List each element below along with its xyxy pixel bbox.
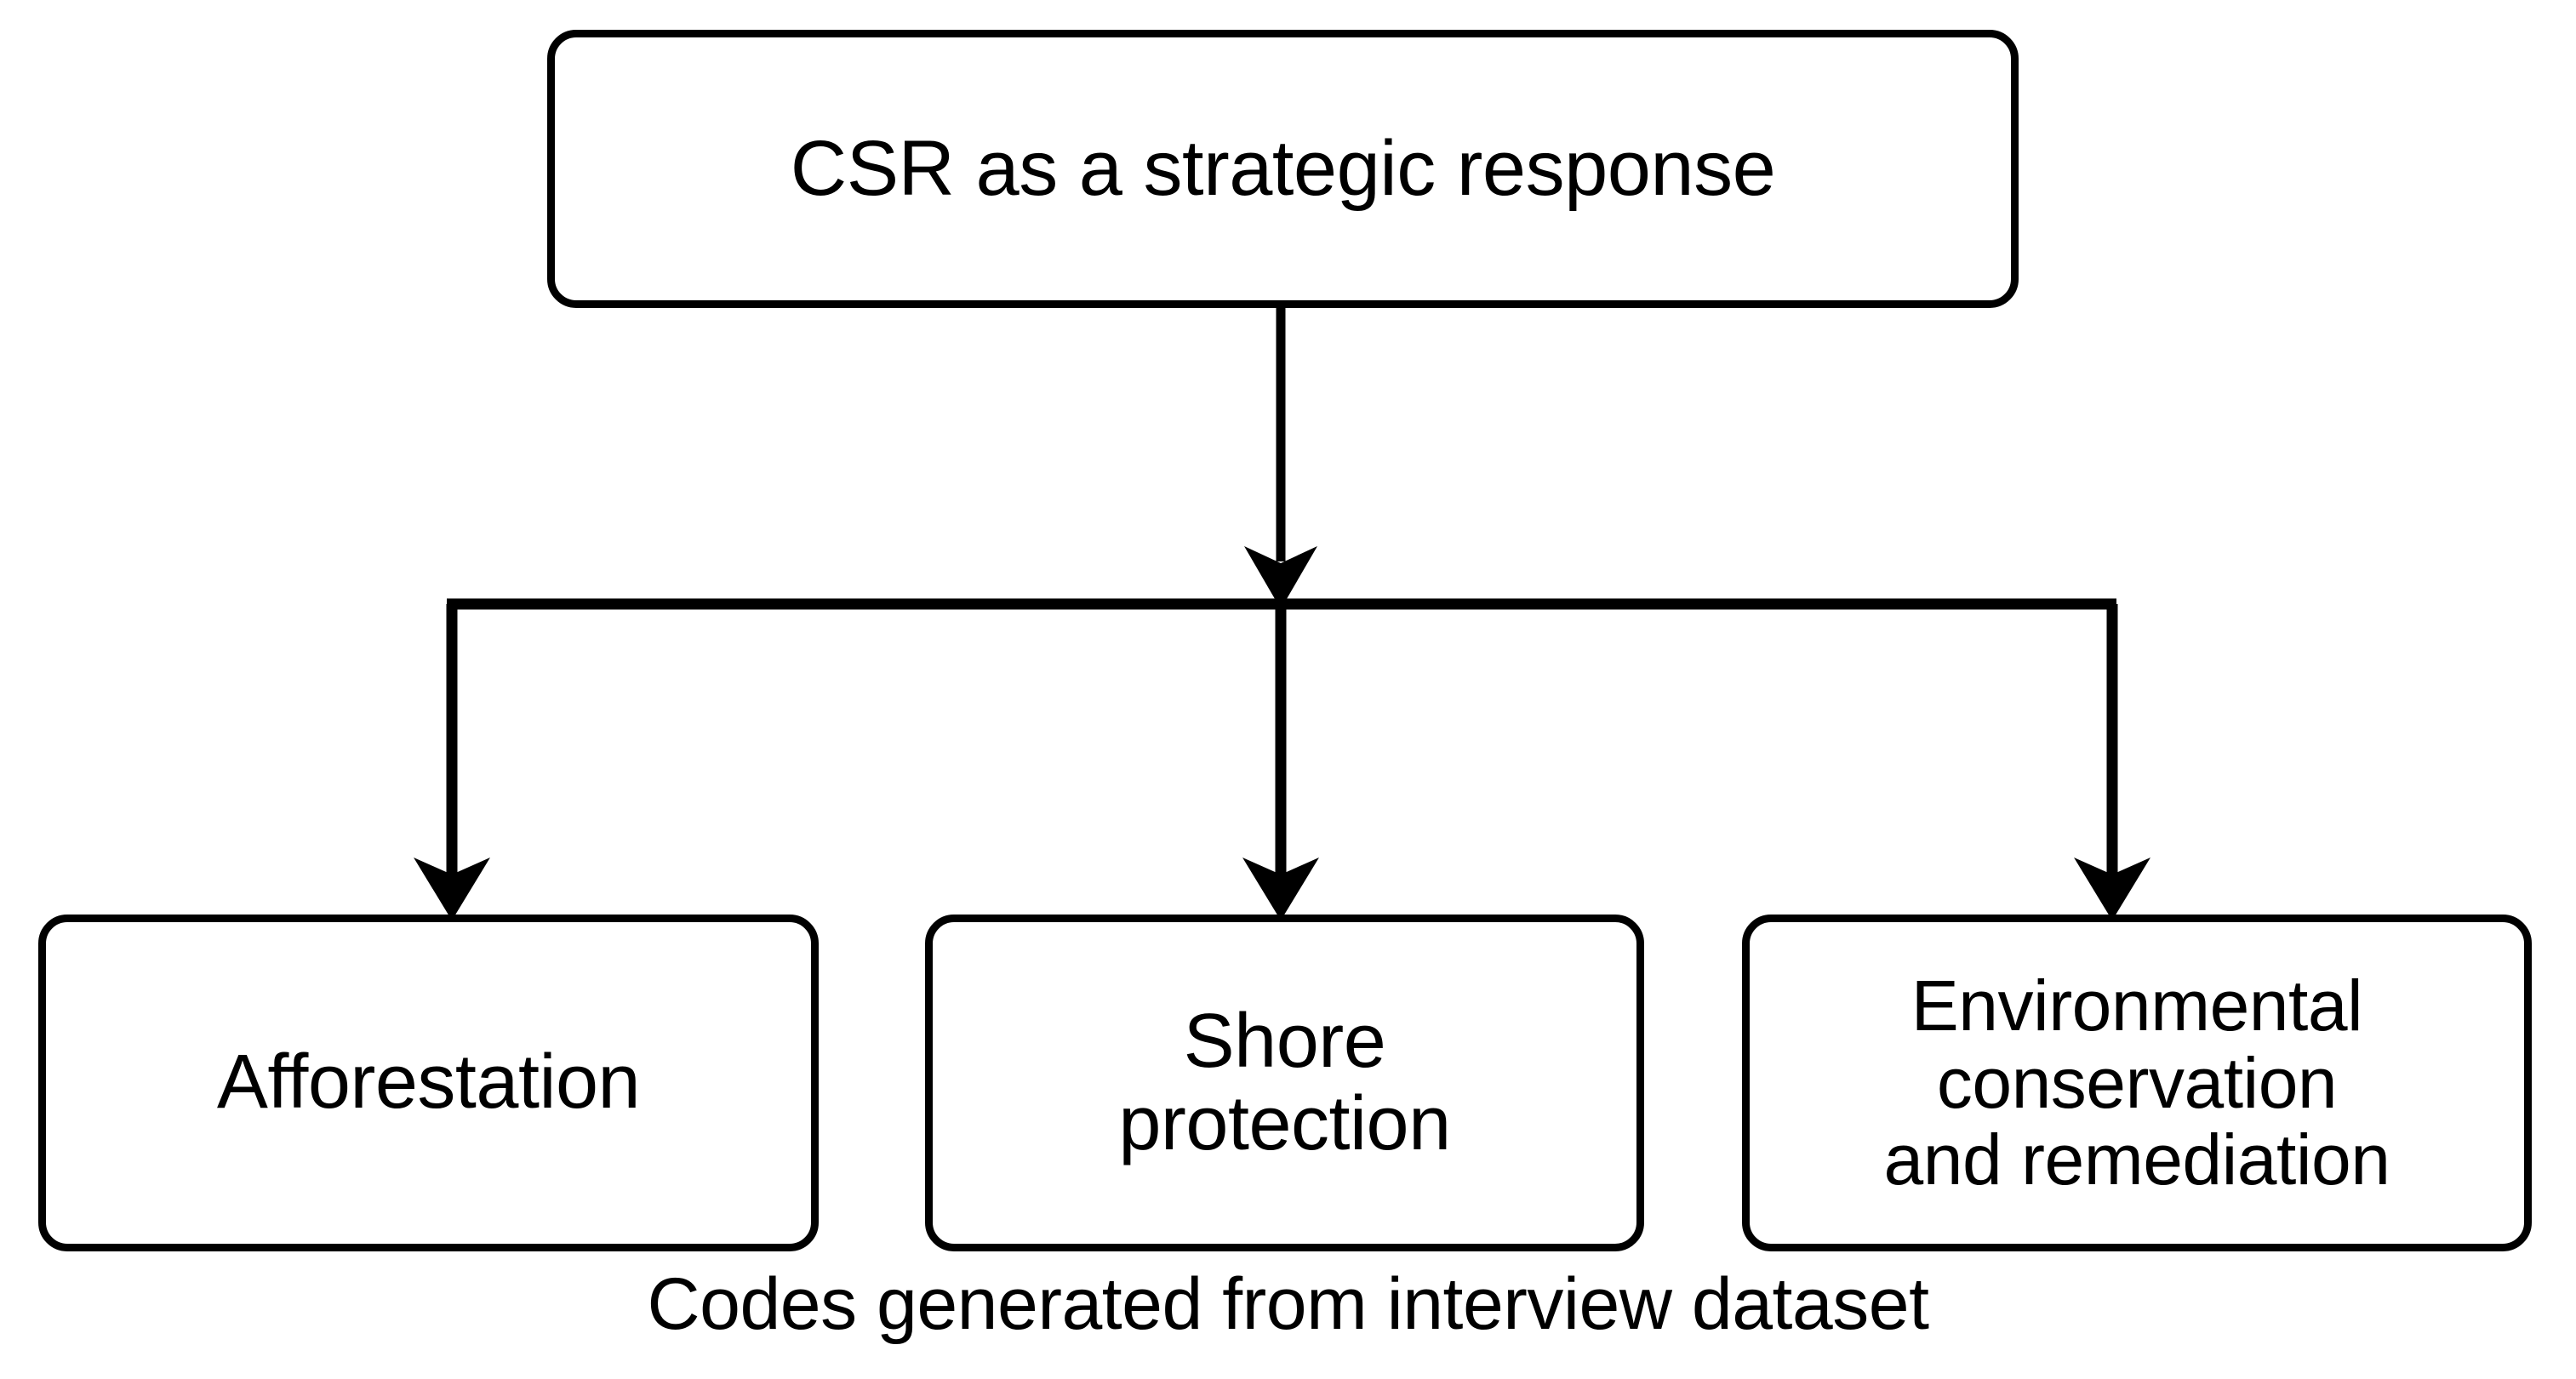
node-environmental-conservation-and-remediation[interactable]: Environmental conservation and remediati…: [1742, 915, 2532, 1251]
node-label-csr-strategic-response: CSR as a strategic response: [790, 124, 1776, 212]
arrowhead-root-to-bar: [1244, 546, 1317, 609]
node-afforestation[interactable]: Afforestation: [38, 915, 819, 1251]
arrowhead-branch-left: [414, 858, 490, 920]
node-label-afforestation: Afforestation: [216, 1040, 641, 1125]
node-csr-strategic-response[interactable]: CSR as a strategic response: [547, 30, 2019, 308]
node-shore-protection[interactable]: Shore protection: [925, 915, 1644, 1251]
node-label-environmental-conservation-and-remediation: Environmental conservation and remediati…: [1883, 965, 2390, 1200]
arrowhead-branch-middle: [1242, 858, 1319, 920]
arrowhead-branch-right: [2074, 858, 2150, 920]
diagram-caption: Codes generated from interview dataset: [647, 1263, 1929, 1345]
node-label-shore-protection: Shore protection: [1118, 998, 1451, 1166]
